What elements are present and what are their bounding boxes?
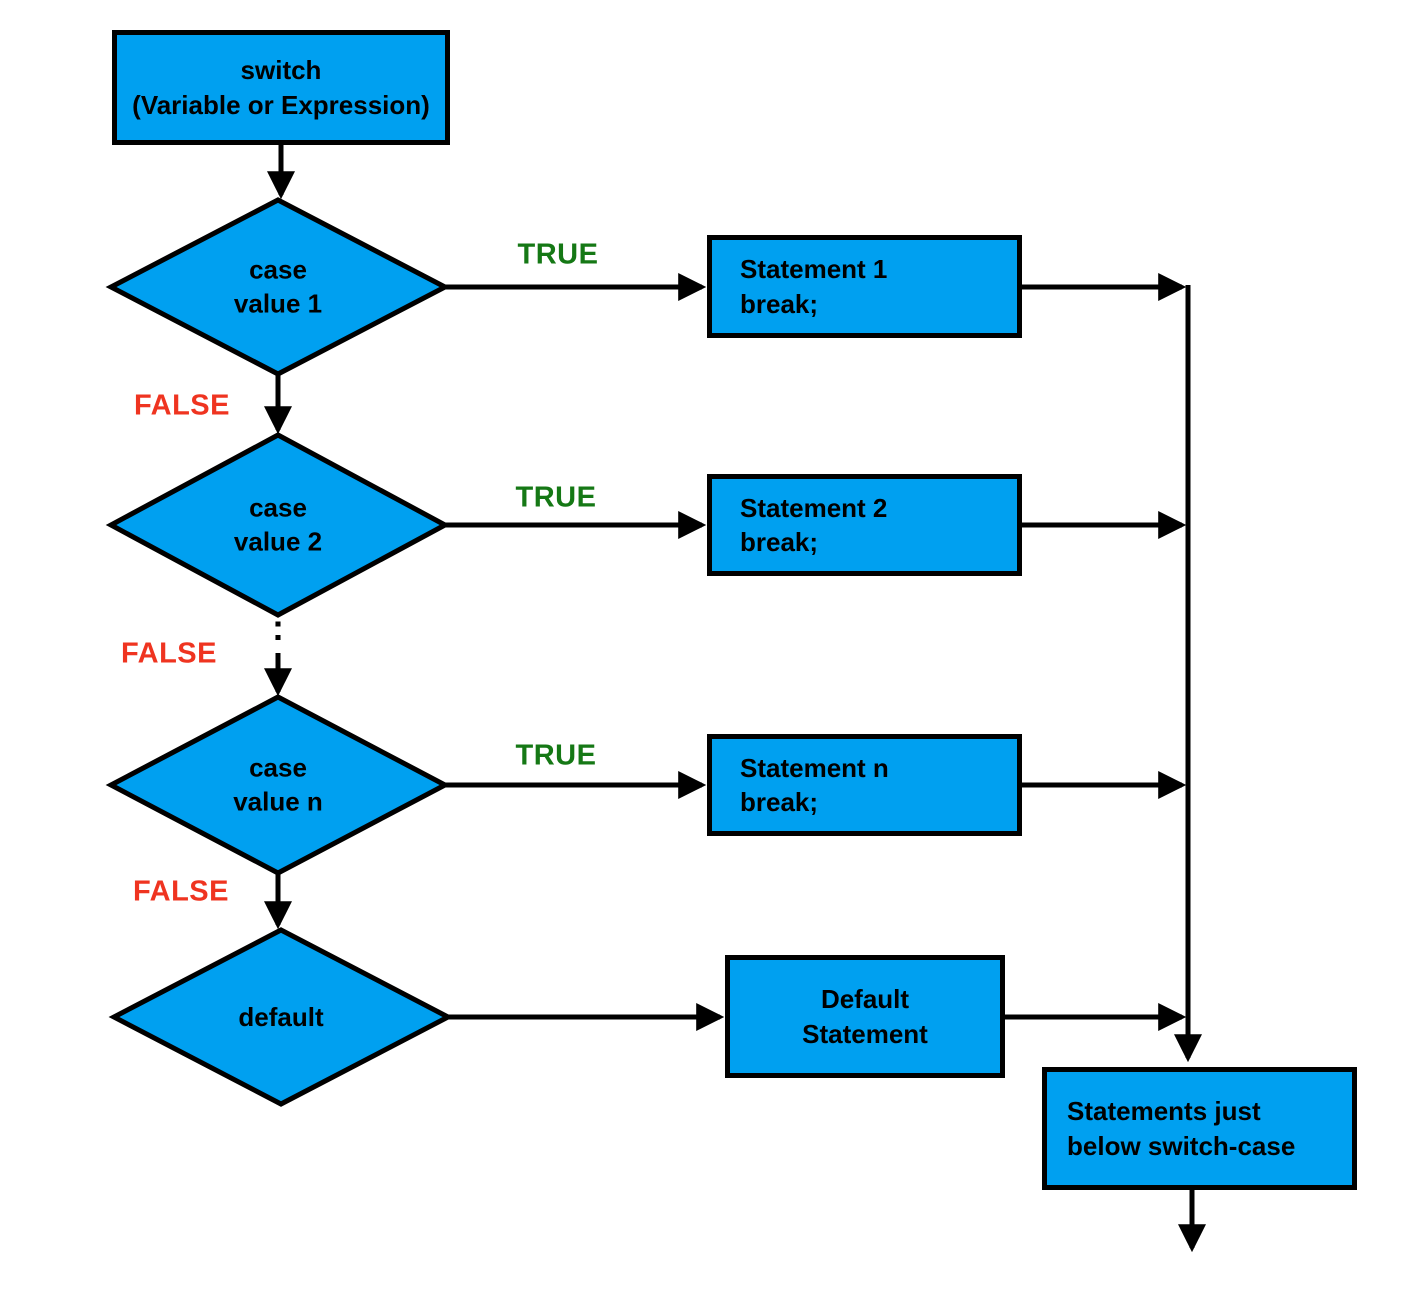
switch-node-line1: switch [240, 55, 322, 86]
statement-box-1: Statement 1 break; [707, 235, 1022, 338]
decision-diamond-case-value-n [105, 694, 451, 876]
statement-box-2: Statement 2 break; [707, 474, 1022, 576]
switch-node: switch (Variable or Expression) [112, 30, 450, 145]
false-label-3: FALSE [133, 875, 229, 908]
decision-label-case-value-2: case value 2 [233, 492, 323, 557]
true-label-1: TRUE [517, 238, 599, 271]
decision-label-default: default [238, 1001, 324, 1032]
statement-box-n: Statement n break; [707, 734, 1022, 836]
decision-diamond-default [108, 927, 454, 1107]
decision-diamond-case-value-2 [105, 432, 451, 618]
default-statement-box: Default Statement [725, 955, 1005, 1078]
true-label-3: TRUE [515, 739, 597, 772]
false-label-2: FALSE [121, 637, 217, 670]
false-label-1: FALSE [134, 389, 230, 422]
end-statements-box: Statements just below switch-case [1042, 1067, 1357, 1190]
true-label-2: TRUE [515, 481, 597, 514]
decision-diamond-case-value-1 [105, 197, 451, 377]
switch-node-line2: (Variable or Expression) [132, 89, 430, 120]
decision-label-case-value-n: case value n [233, 752, 323, 817]
continuation-dots: : [272, 607, 284, 648]
decision-label-case-value-1: case value 1 [233, 254, 323, 319]
